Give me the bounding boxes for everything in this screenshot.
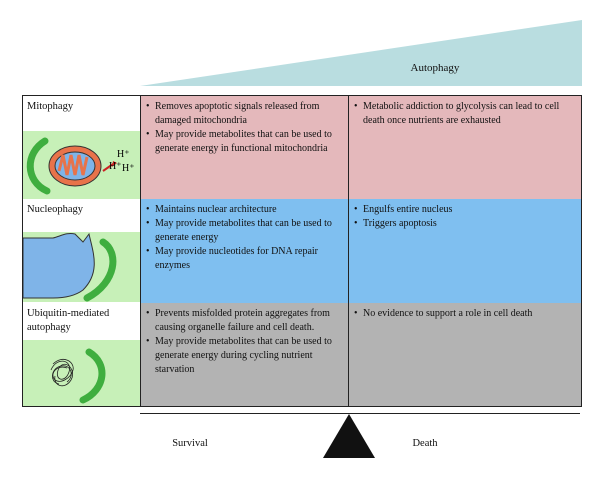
mitophagy-illustration: H⁺ H⁺ H⁺ xyxy=(23,131,140,199)
list-item: May provide metabolites that can be used… xyxy=(146,335,344,377)
phagophore-icon xyxy=(83,238,117,302)
phagophore-icon xyxy=(26,137,51,195)
list-item: Prevents misfolded protein aggregates fr… xyxy=(146,307,344,335)
list-item: Removes apoptotic signals released from … xyxy=(146,100,344,128)
list-item: No evidence to support a role in cell de… xyxy=(354,307,577,321)
nucleophagy-illustration xyxy=(23,232,140,302)
ubiquitin-label: Ubiquitin-mediated autophagy xyxy=(27,308,110,333)
survival-label: Survival xyxy=(172,438,208,449)
table-row-ubiquitin: Ubiquitin-mediated autophagy Prevents mi… xyxy=(23,303,581,406)
nucleus-icon xyxy=(23,232,95,299)
table-row-mitophagy: Mitophagy H⁺ H⁺ H⁺ Removes apoptotic sig… xyxy=(23,96,581,200)
ubiquitin-name-cell: Ubiquitin-mediated autophagy xyxy=(23,303,141,406)
death-label: Death xyxy=(412,438,438,449)
autophagy-gradient-wedge xyxy=(140,20,582,86)
mitophagy-label: Mitophagy xyxy=(27,101,74,112)
balance-beam xyxy=(140,413,580,414)
list-item: May provide nucleotides for DNA repair e… xyxy=(146,245,344,273)
svg-text:H⁺: H⁺ xyxy=(117,149,130,160)
nucleophagy-survival-cell: Maintains nuclear architecture May provi… xyxy=(141,199,349,303)
list-item: Triggers apoptosis xyxy=(354,217,577,231)
nucleophagy-death-cell: Engulfs entire nucleus Triggers apoptosi… xyxy=(349,199,581,303)
ubiquitin-illustration xyxy=(23,340,140,406)
list-item: May provide metabolites that can be used… xyxy=(146,217,344,245)
fulcrum-triangle-icon xyxy=(323,414,375,458)
nucleophagy-name-cell: Nucleophagy xyxy=(23,199,141,303)
phagophore-icon xyxy=(79,348,106,404)
svg-text:H⁺: H⁺ xyxy=(122,163,135,174)
autophagy-table: Mitophagy H⁺ H⁺ H⁺ Removes apoptotic sig… xyxy=(22,95,582,407)
nucleophagy-label: Nucleophagy xyxy=(27,204,83,215)
list-item: Metabolic addiction to glycolysis can le… xyxy=(354,100,577,128)
list-item: May provide metabolites that can be used… xyxy=(146,128,344,156)
ubiquitin-survival-cell: Prevents misfolded protein aggregates fr… xyxy=(141,303,349,406)
svg-text:H⁺: H⁺ xyxy=(109,161,122,172)
arrow-icon xyxy=(102,163,114,172)
mitophagy-survival-cell: Removes apoptotic signals released from … xyxy=(141,96,349,199)
protein-aggregate-icon xyxy=(50,358,74,387)
list-item: Engulfs entire nucleus xyxy=(354,203,577,217)
table-row-nucleophagy: Nucleophagy Maintains nuclear architectu… xyxy=(23,199,581,304)
autophagy-label: Autophagy xyxy=(410,62,460,74)
mitophagy-name-cell: Mitophagy H⁺ H⁺ H⁺ xyxy=(23,96,141,199)
list-item: Maintains nuclear architecture xyxy=(146,203,344,217)
ubiquitin-death-cell: No evidence to support a role in cell de… xyxy=(349,303,581,406)
mitophagy-death-cell: Metabolic addiction to glycolysis can le… xyxy=(349,96,581,199)
